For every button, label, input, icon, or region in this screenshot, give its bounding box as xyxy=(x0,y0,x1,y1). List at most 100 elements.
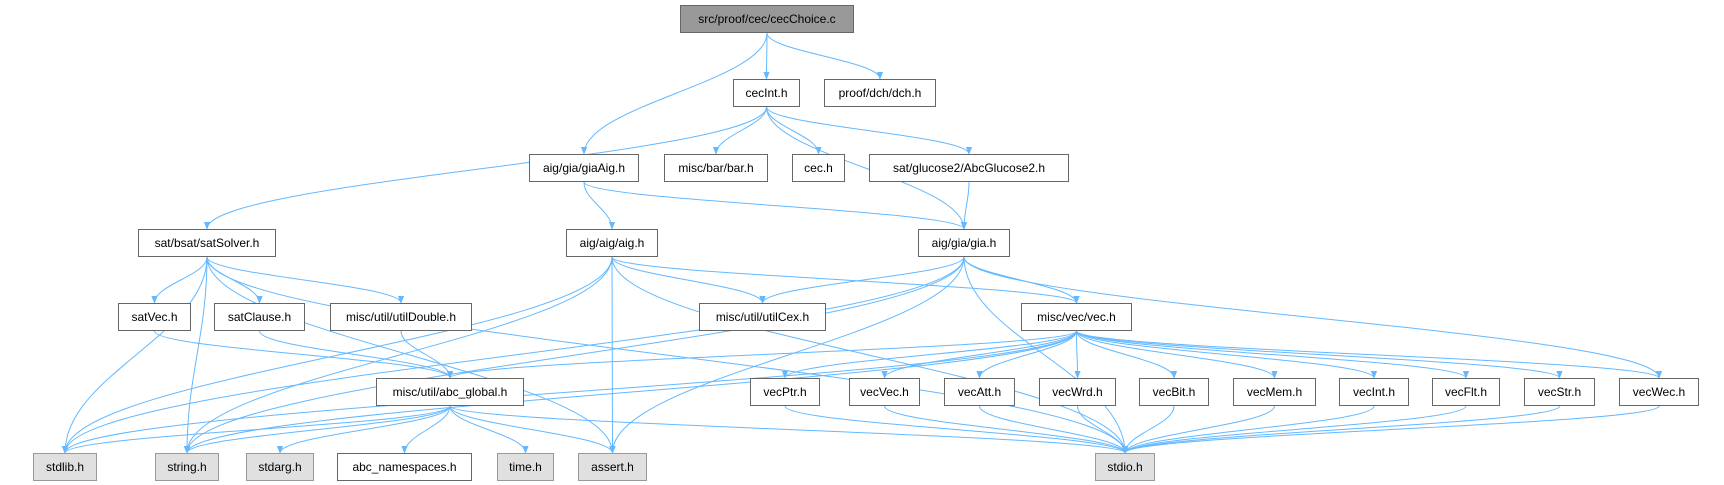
node-label: aig/gia/giaAig.h xyxy=(542,161,626,175)
edge-vec-to-vecInt xyxy=(1076,330,1378,379)
node-label: string.h xyxy=(167,460,207,474)
node-label: vecVec.h xyxy=(860,385,909,399)
edge-gia-to-vecWec xyxy=(963,256,1663,379)
node-assert[interactable]: assert.h xyxy=(578,453,647,481)
node-time[interactable]: time.h xyxy=(497,453,554,481)
node-giaAig[interactable]: aig/gia/giaAig.h xyxy=(529,154,639,182)
edge-satSolver-to-string xyxy=(183,256,208,454)
edge-abcGlobal-to-stdlib xyxy=(61,405,451,454)
node-label: cecInt.h xyxy=(745,86,788,100)
node-label: misc/util/abc_global.h xyxy=(392,385,508,399)
edge-cecInt-to-satSolver xyxy=(203,106,767,230)
edge-vec-to-vecAtt xyxy=(976,330,1077,379)
node-cec[interactable]: cec.h xyxy=(792,154,845,182)
node-root[interactable]: src/proof/cec/cecChoice.c xyxy=(680,5,854,33)
edge-vecMem-to-stdio xyxy=(1121,405,1275,454)
node-satSolver[interactable]: sat/bsat/satSolver.h xyxy=(138,229,276,257)
node-label: stdio.h xyxy=(1107,460,1143,474)
node-vecWec[interactable]: vecWec.h xyxy=(1619,378,1699,406)
edge-giaAig-to-aig xyxy=(583,181,616,230)
node-label: misc/bar/bar.h xyxy=(678,161,754,175)
node-label: proof/dch/dch.h xyxy=(838,86,922,100)
node-label: vecWrd.h xyxy=(1052,385,1103,399)
node-stdlib[interactable]: stdlib.h xyxy=(33,453,97,481)
node-abcNs[interactable]: abc_namespaces.h xyxy=(337,453,472,481)
node-dch[interactable]: proof/dch/dch.h xyxy=(824,79,936,107)
edge-aig-to-vec xyxy=(611,256,1080,304)
edge-vecWec-to-stdio xyxy=(1122,405,1660,454)
node-label: vecAtt.h xyxy=(957,385,1002,399)
node-label: cec.h xyxy=(804,161,833,175)
node-label: vecBit.h xyxy=(1152,385,1196,399)
edge-gia-to-utilCex xyxy=(759,256,965,304)
edge-vecInt-to-stdio xyxy=(1121,405,1375,454)
edge-vec-to-string xyxy=(183,330,1077,454)
edge-satSolver-to-stdlib xyxy=(61,256,208,454)
node-label: vecInt.h xyxy=(1352,385,1396,399)
node-vecPtr[interactable]: vecPtr.h xyxy=(750,378,820,406)
edge-aig-to-utilCex xyxy=(611,256,766,304)
node-glucose[interactable]: sat/glucose2/AbcGlucose2.h xyxy=(869,154,1069,182)
node-label: satClause.h xyxy=(227,310,292,324)
edge-satSolver-to-satVec xyxy=(151,256,208,304)
edge-vec-to-vecPtr xyxy=(781,330,1077,379)
node-vec[interactable]: misc/vec/vec.h xyxy=(1021,303,1132,331)
edge-abcGlobal-to-time xyxy=(449,405,529,454)
node-vecMem[interactable]: vecMem.h xyxy=(1233,378,1316,406)
node-vecStr[interactable]: vecStr.h xyxy=(1524,378,1595,406)
node-label: misc/vec/vec.h xyxy=(1037,310,1116,324)
node-bar[interactable]: misc/bar/bar.h xyxy=(664,154,768,182)
node-label: vecWec.h xyxy=(1632,385,1686,399)
node-label: vecStr.h xyxy=(1537,385,1582,399)
edge-vec-to-stdlib xyxy=(61,330,1077,454)
edge-root-to-giaAig xyxy=(580,32,768,155)
node-satVec[interactable]: satVec.h xyxy=(118,303,191,331)
node-vecInt[interactable]: vecInt.h xyxy=(1339,378,1409,406)
node-utilCex[interactable]: misc/util/utilCex.h xyxy=(699,303,826,331)
node-label: sat/glucose2/AbcGlucose2.h xyxy=(892,161,1046,175)
node-abcGlobal[interactable]: misc/util/abc_global.h xyxy=(376,378,524,406)
edge-aig-to-stdio xyxy=(611,256,1129,454)
node-vecWrd[interactable]: vecWrd.h xyxy=(1039,378,1116,406)
edge-cecInt-to-gia xyxy=(766,106,968,230)
node-string[interactable]: string.h xyxy=(155,453,219,481)
edge-gia-to-string xyxy=(183,256,965,454)
edge-vec-to-vecVec xyxy=(881,330,1077,379)
edge-utilDouble-to-abcGlobal xyxy=(400,330,454,379)
node-stdarg[interactable]: stdarg.h xyxy=(246,453,314,481)
edge-satSolver-to-assert xyxy=(206,256,616,454)
edge-vec-to-vecWec xyxy=(1076,330,1662,379)
edge-abcGlobal-to-assert xyxy=(449,405,616,454)
edge-vec-to-vecWrd xyxy=(1074,330,1081,379)
edge-root-to-dch xyxy=(766,32,884,80)
node-label: aig/aig/aig.h xyxy=(579,236,645,250)
edge-giaAig-to-gia xyxy=(583,181,968,230)
node-label: misc/util/utilCex.h xyxy=(715,310,810,324)
node-label: time.h xyxy=(509,460,542,474)
node-stdio[interactable]: stdio.h xyxy=(1095,453,1155,481)
node-vecBit[interactable]: vecBit.h xyxy=(1139,378,1209,406)
node-utilDouble[interactable]: misc/util/utilDouble.h xyxy=(330,303,472,331)
node-label: vecPtr.h xyxy=(763,385,807,399)
node-label: aig/gia/gia.h xyxy=(931,236,997,250)
node-label: satVec.h xyxy=(131,310,178,324)
node-vecAtt[interactable]: vecAtt.h xyxy=(944,378,1015,406)
node-aig[interactable]: aig/aig/aig.h xyxy=(566,229,658,257)
edge-vecStr-to-stdio xyxy=(1121,405,1560,454)
node-satClause[interactable]: satClause.h xyxy=(214,303,305,331)
node-vecVec[interactable]: vecVec.h xyxy=(849,378,920,406)
edge-abcGlobal-to-stdio xyxy=(449,405,1128,454)
node-label: sat/bsat/satSolver.h xyxy=(154,236,260,250)
edge-abcGlobal-to-string xyxy=(183,405,451,454)
node-label: vecMem.h xyxy=(1246,385,1303,399)
node-gia[interactable]: aig/gia/gia.h xyxy=(918,229,1010,257)
edge-satVec-to-abcGlobal xyxy=(154,330,454,379)
node-cecInt[interactable]: cecInt.h xyxy=(733,79,800,107)
edge-vecAtt-to-stdio xyxy=(979,405,1129,454)
node-label: vecFlt.h xyxy=(1444,385,1487,399)
edge-vec-to-abcGlobal xyxy=(447,330,1077,379)
edge-vec-to-vecBit xyxy=(1076,330,1178,379)
node-vecFlt[interactable]: vecFlt.h xyxy=(1432,378,1500,406)
